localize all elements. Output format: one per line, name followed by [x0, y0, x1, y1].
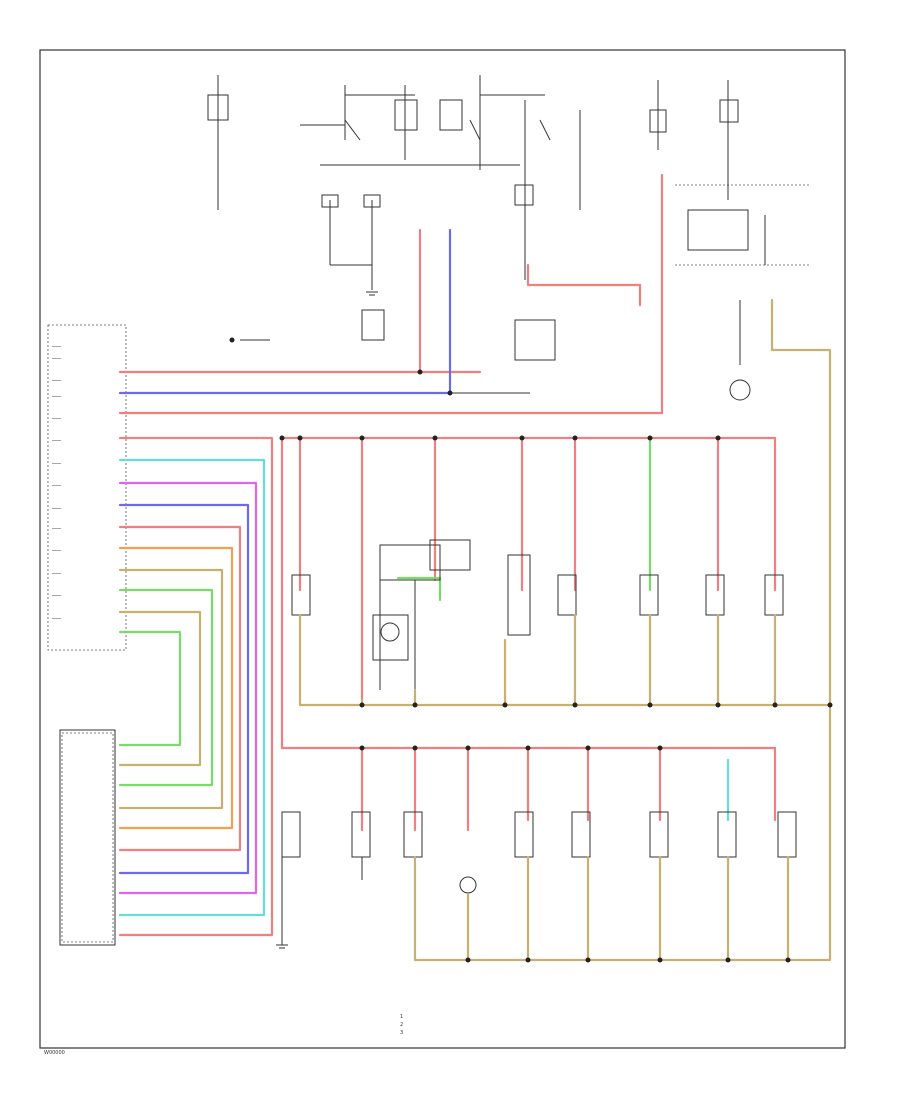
svg-text:───: ─── [51, 506, 62, 512]
svg-text:───: ─── [51, 593, 62, 599]
svg-text:───: ─── [51, 461, 62, 467]
svg-text:───: ─── [51, 378, 62, 384]
wire-harness-blue [118, 503, 250, 875]
svg-text:───: ─── [51, 356, 62, 362]
wire-harness-cyan [118, 458, 266, 917]
svg-text:───: ─── [51, 483, 62, 489]
top-fuse-section [207, 75, 810, 401]
svg-text:───: ─── [51, 438, 62, 444]
junction-dots [229, 337, 833, 963]
wire-harness-tan-b [118, 610, 202, 767]
legend-marker-3: 3 [400, 1030, 403, 1036]
wire-harness-red [118, 525, 242, 852]
legend: 1 2 3 [400, 1014, 403, 1036]
wire-harness-green [118, 588, 214, 787]
svg-text:───: ─── [51, 548, 62, 554]
upper-ground-bus [298, 298, 832, 962]
svg-text:───: ─── [51, 571, 62, 577]
wire-harness-violet [118, 481, 258, 895]
legend-marker-1: 1 [400, 1014, 403, 1020]
svg-text:───: ─── [51, 416, 62, 422]
ground-symbols [276, 291, 378, 949]
wire-harness-orange [118, 546, 234, 830]
footer-code: W00000 [44, 1050, 65, 1056]
lower-ground-bus [413, 855, 832, 962]
wire-harness-green-b [118, 630, 182, 747]
bottom-left-connector [59, 729, 116, 946]
upper-bus [280, 436, 784, 750]
wire-pink-batt [118, 173, 664, 415]
lower-bus [280, 746, 797, 945]
left-connector-labels: ─── ─── ─── ─── ─── ─── ─── ─── ─── ─── … [51, 344, 62, 622]
legend-marker-2: 2 [400, 1022, 403, 1028]
harness-wires [118, 173, 664, 937]
wire-harness-pink [118, 436, 274, 937]
svg-text:───: ─── [51, 344, 62, 350]
svg-text:───: ─── [51, 394, 62, 400]
wire-harness-tan [118, 568, 224, 810]
left-connector: ─── ─── ─── ─── ─── ─── ─── ─── ─── ─── … [47, 324, 127, 651]
svg-text:───: ─── [51, 526, 62, 532]
diagram-frame [39, 49, 846, 1049]
svg-text:───: ─── [51, 616, 62, 622]
